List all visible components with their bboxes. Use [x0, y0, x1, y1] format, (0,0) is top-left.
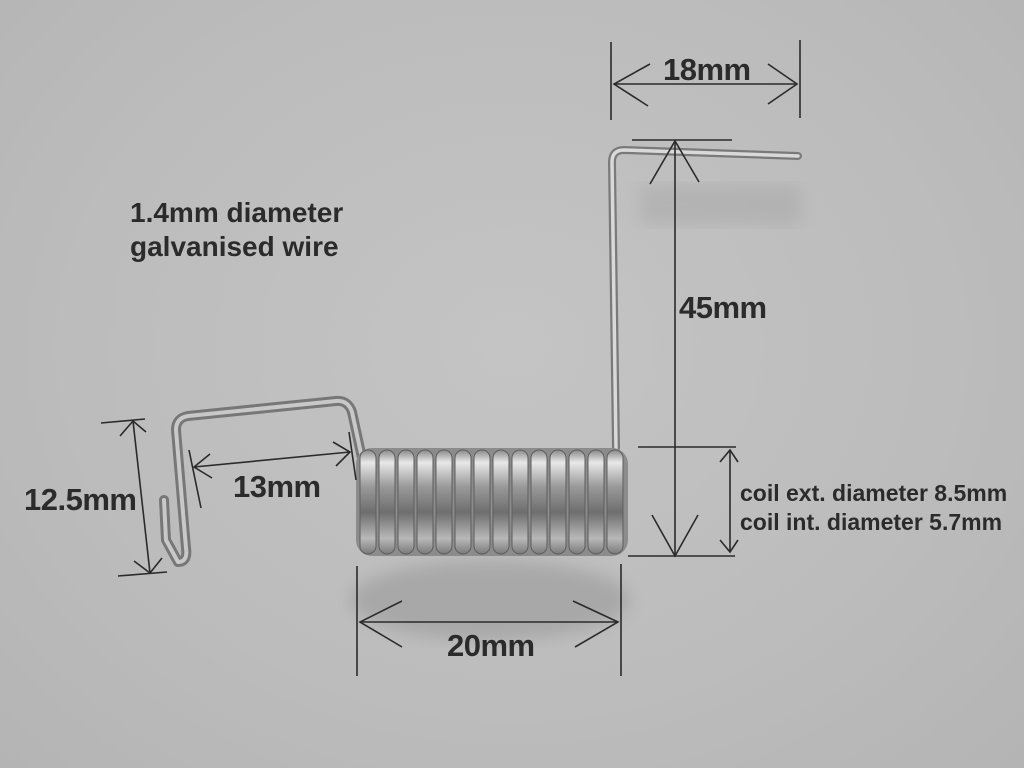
coil-shadow [350, 560, 630, 640]
hook-arm [159, 395, 367, 567]
coil [356, 448, 628, 556]
coil-ext-diameter-label: coil ext. diameter 8.5mm [740, 480, 1008, 506]
wire-note: 1.4mm diameter galvanised wire [130, 196, 343, 264]
wire-note-line1: 1.4mm diameter [130, 197, 344, 228]
coil-diameter-note: coil ext. diameter 8.5mm coil int. diame… [740, 479, 1007, 537]
hook-height-label: 12.5mm [24, 482, 137, 517]
coil-int-diameter-label: coil int. diameter 5.7mm [740, 509, 1003, 536]
arm-shadow [640, 185, 800, 225]
vertical-arm-length-label: 45mm [679, 290, 767, 325]
hook-width-label: 13mm [233, 469, 321, 504]
wire-note-line2: galvanised wire [130, 231, 339, 263]
long-arm [607, 145, 802, 452]
dimension-lines [100, 40, 801, 676]
coil-length-label: 20mm [447, 628, 535, 663]
top-arm-length-label: 18mm [663, 52, 751, 87]
